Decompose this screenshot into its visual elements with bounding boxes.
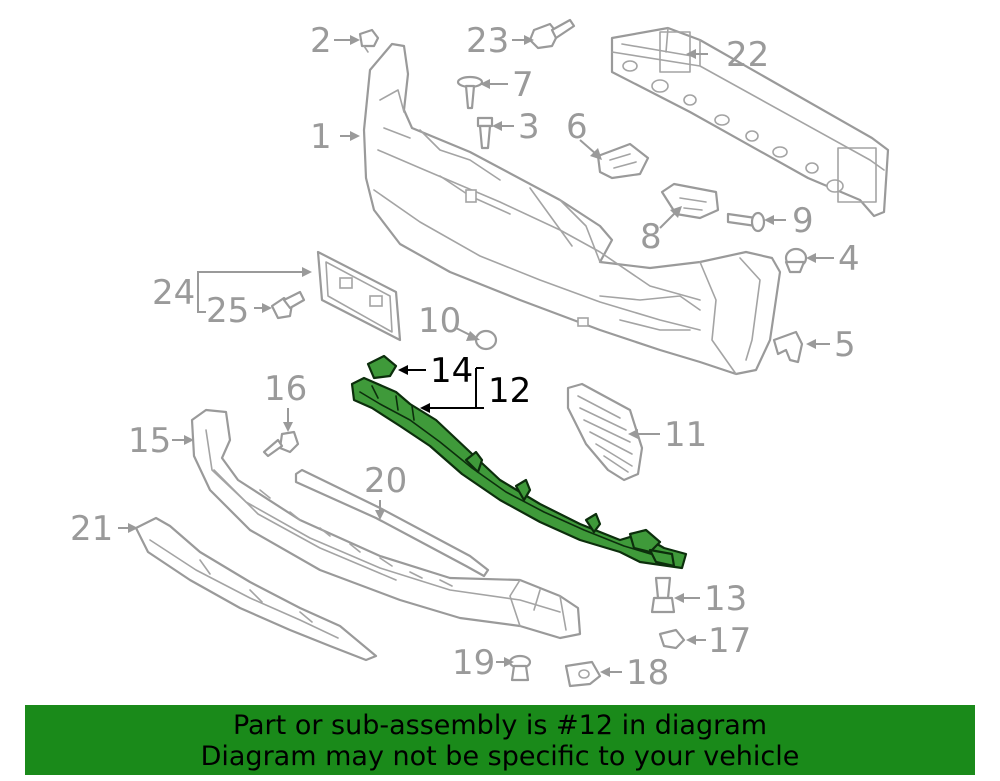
part-21-skid-plate	[134, 516, 378, 662]
part-7-screw	[456, 75, 484, 110]
label-10: 10	[418, 301, 461, 341]
label-21: 21	[70, 509, 113, 549]
label-5: 5	[834, 325, 856, 365]
label-23: 23	[466, 21, 509, 61]
label-2: 2	[310, 21, 332, 61]
label-20: 20	[364, 461, 407, 501]
label-25: 25	[206, 291, 249, 331]
part-8-bracket	[660, 182, 720, 220]
part-17-clip	[658, 628, 686, 650]
part-16-bolt	[262, 430, 300, 458]
part-5-clip	[772, 330, 804, 364]
part-24-license-bracket	[316, 250, 402, 342]
label-7: 7	[512, 65, 534, 105]
label-22: 22	[726, 35, 769, 75]
label-1: 1	[310, 117, 332, 157]
part-13-bolt	[650, 576, 676, 614]
parts-diagram: 2 23 7 3 6 22 1 8 9 4 24 25 10 5 14 12 1…	[70, 18, 890, 693]
part-15-lower-valance	[190, 408, 582, 640]
part-11-grille	[566, 382, 644, 482]
part-20-molding	[294, 468, 490, 578]
part-22-reinforcement-bar	[610, 26, 890, 218]
part-6-bracket	[596, 142, 650, 180]
label-18: 18	[626, 653, 669, 693]
part-23-bolt	[528, 18, 576, 50]
label-14: 14	[430, 351, 473, 391]
label-6: 6	[566, 107, 588, 147]
part-19-clip	[508, 654, 532, 682]
leader-arrows	[118, 35, 834, 677]
label-15: 15	[128, 421, 171, 461]
part-14-clip-highlighted	[366, 354, 398, 380]
label-16: 16	[264, 369, 307, 409]
part-4-clip	[784, 247, 808, 274]
label-8: 8	[640, 217, 662, 257]
part-3-bolt	[476, 116, 494, 150]
leader-arrows-highlight	[398, 365, 484, 413]
notice-banner: Part or sub-assembly is #12 in diagram D…	[25, 705, 975, 775]
part-2-clip	[358, 28, 380, 53]
label-12: 12	[488, 371, 531, 411]
label-4: 4	[838, 239, 860, 279]
notice-line-2: Diagram may not be specific to your vehi…	[200, 741, 800, 772]
label-24: 24	[152, 273, 195, 313]
label-17: 17	[708, 621, 751, 661]
part-18-nut	[564, 660, 602, 688]
part-25-bolt	[270, 290, 306, 320]
notice-line-1: Part or sub-assembly is #12 in diagram	[232, 710, 768, 741]
part-9-screw	[726, 211, 766, 233]
part-12-bracket-highlighted	[350, 376, 688, 570]
label-9: 9	[792, 201, 814, 241]
part-1-bumper-cover	[362, 42, 782, 376]
label-13: 13	[704, 579, 747, 619]
callout-numbers: 2 23 7 3 6 22 1 8 9 4 24 25 10 5 14 12 1…	[70, 21, 860, 693]
label-11: 11	[664, 415, 707, 455]
label-3: 3	[518, 107, 540, 147]
label-19: 19	[452, 643, 495, 683]
